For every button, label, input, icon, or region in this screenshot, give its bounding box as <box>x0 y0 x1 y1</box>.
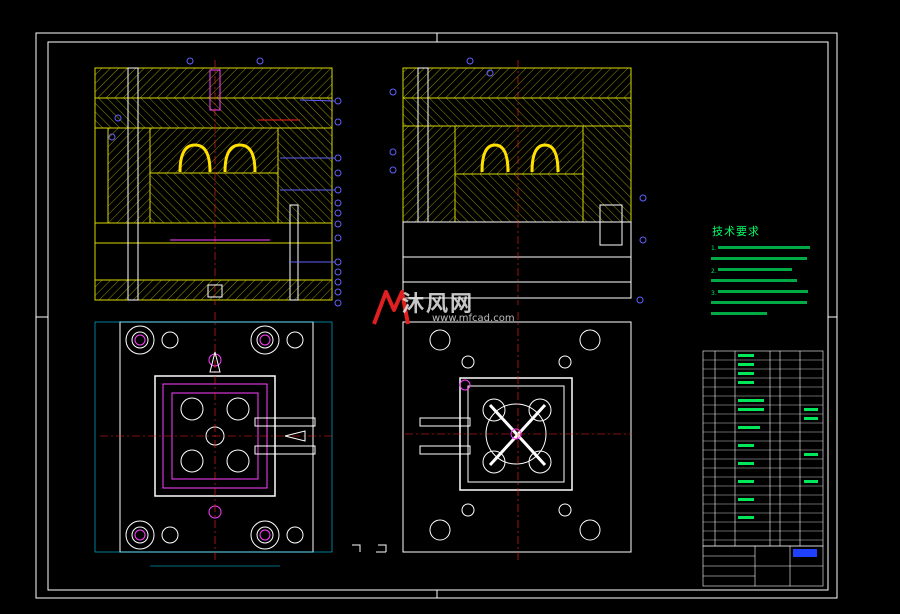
bom-rows <box>703 359 823 541</box>
title-block <box>702 545 824 587</box>
inner-border <box>47 41 829 591</box>
section-view-left <box>94 60 333 305</box>
tech-line-1: 1. <box>711 245 717 252</box>
bom-cell-marks <box>738 354 818 519</box>
callouts-left <box>108 57 342 307</box>
title-block-highlight <box>793 549 817 557</box>
plan-view-right <box>402 312 632 560</box>
callouts-right <box>389 57 647 304</box>
tech-line-3: 3. <box>711 290 717 297</box>
section-mark <box>352 544 387 553</box>
section-view-right <box>402 60 632 305</box>
tech-line-2: 2. <box>711 268 717 275</box>
plan-view-left <box>94 312 335 567</box>
bom-table <box>702 350 824 547</box>
watermark-url: www.mfcad.com <box>432 313 515 324</box>
watermark-brand: 沐风网 <box>402 292 475 317</box>
mfcad-logo-icon <box>372 290 410 325</box>
tech-requirements-title: 技术要求 <box>712 225 760 238</box>
